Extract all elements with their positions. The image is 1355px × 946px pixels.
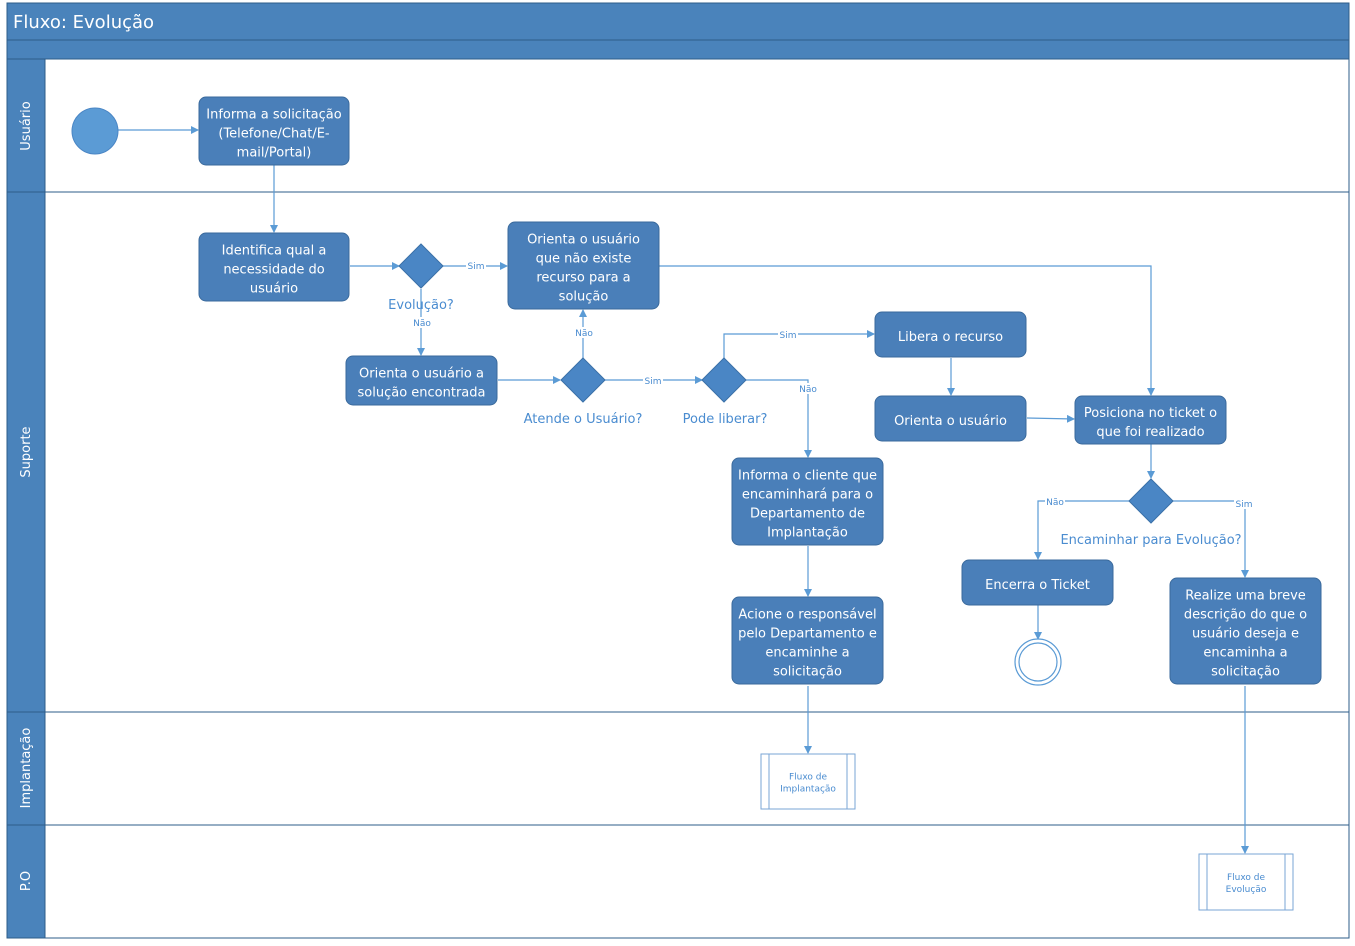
subprocess-fluxo-evolucao: Fluxo de Evolução — [1198, 853, 1294, 911]
pool-header — [6, 2, 1350, 41]
label-line: encaminhará para o — [742, 488, 873, 503]
gateway-label-evolucao: Evolução? — [388, 298, 454, 313]
label-line: solicitação — [1211, 665, 1280, 680]
edge-label-nao: Não — [799, 385, 817, 395]
label-line: Encerra o Ticket — [985, 578, 1090, 593]
task-acione-responsavel: Acione o responsável pelo Departamento e e… — [731, 596, 884, 685]
label-line: que foi realizado — [1096, 425, 1204, 440]
label-line: Informa a solicitação — [206, 108, 341, 123]
flow-pode-liberar-nao — [746, 379, 812, 458]
label-line: que não existe — [536, 252, 632, 267]
pool-subheader — [6, 39, 1350, 60]
task-libera-recurso: Libera o recurso — [874, 311, 1027, 358]
label-line: Orienta o usuário — [527, 233, 640, 248]
gateway-evolucao: Evolução? — [388, 243, 454, 313]
flow-encaminhar-nao — [1034, 500, 1129, 560]
label-line: solicitação — [773, 665, 842, 680]
gateway-atende: Atende o Usuário? — [524, 357, 643, 427]
subprocess-fluxo-implantacao: Fluxo de Implantação — [760, 753, 856, 810]
task-identifica-necessidade: Identifica qual a necessidade do usuário — [198, 232, 350, 302]
label-line: Departamento de — [750, 507, 865, 522]
edge-label-sim: Sim — [1236, 500, 1253, 510]
end-event — [1014, 638, 1062, 686]
task-orienta-usuario: Orienta o usuário — [874, 395, 1027, 442]
label-line: usuário deseja e — [1192, 627, 1299, 642]
label-line: mail/Portal) — [237, 146, 312, 161]
label-line: Posiciona no ticket o — [1084, 406, 1217, 421]
task-informa-solicitacao: Informa a solicitação (Telefone/Chat/E-ma… — [198, 96, 350, 166]
label-line: Fluxo de — [1227, 873, 1266, 883]
label-line: Realize uma breve — [1185, 589, 1306, 604]
label-line: recurso para a — [536, 271, 630, 286]
label-line: necessidade do — [223, 263, 324, 278]
lane-label-implantacao: Implantação — [19, 728, 34, 809]
edge-label-sim: Sim — [468, 262, 485, 272]
gateway-label-pode-liberar: Pode liberar? — [683, 412, 768, 427]
label-line: Fluxo de — [789, 773, 828, 783]
edge-label-sim: Sim — [645, 377, 662, 387]
task-encerra-ticket: Encerra o Ticket — [961, 559, 1114, 606]
diagram-title: Fluxo: Evolução — [13, 12, 154, 33]
gateway-label-atende: Atende o Usuário? — [524, 412, 643, 427]
label-line: pelo Departamento e — [738, 627, 877, 642]
label-line: Orienta o usuário — [894, 414, 1007, 429]
task-informa-cliente: Informa o cliente que encaminhará para o D… — [731, 457, 884, 546]
label-line: encaminhe a — [765, 646, 849, 661]
lane-label-suporte: Suporte — [19, 426, 34, 477]
edge-label-nao: Não — [413, 319, 431, 329]
label-line: Orienta o usuário a — [359, 367, 484, 382]
label-line: Implantação — [780, 785, 836, 795]
task-posiciona-ticket: Posiciona no ticket o que foi realizado — [1074, 395, 1227, 445]
lane-label-po: P.O — [19, 871, 34, 891]
start-event — [71, 107, 119, 155]
label-line: Identifica qual a — [222, 244, 327, 259]
edge-label-nao: Não — [1046, 498, 1064, 508]
edge-label-sim: Sim — [780, 331, 797, 341]
task-orienta-nao-existe: Orienta o usuário que não existe recurso p… — [507, 221, 660, 310]
edge-labels: Sim Não Não Sim Sim Não Não Sim — [412, 260, 1254, 510]
task-orienta-solucao: Orienta o usuário a solução encontrada — [345, 355, 498, 406]
label-line: Evolução — [1226, 885, 1267, 895]
label-line: Implantação — [767, 526, 848, 541]
label-line: Libera o recurso — [898, 330, 1003, 345]
flow-nao-existe-to-posiciona — [659, 265, 1155, 396]
label-line: descrição do que o — [1184, 608, 1307, 623]
label-line: Acione o responsável — [738, 608, 876, 623]
gateway-label-encaminhar: Encaminhar para Evolução? — [1060, 533, 1241, 548]
edge-label-nao: Não — [575, 329, 593, 339]
lane-po: P.O — [6, 824, 1350, 939]
label-line: solução — [559, 290, 609, 305]
label-line: encaminha a — [1203, 646, 1287, 661]
label-line: usuário — [250, 282, 298, 297]
task-realize-descricao: Realize uma breve descrição do que o usuár… — [1169, 577, 1322, 685]
flow-orienta-to-posiciona — [1026, 414, 1075, 423]
gateway-encaminhar: Encaminhar para Evolução? — [1060, 478, 1242, 548]
lane-label-usuario: Usuário — [19, 101, 34, 150]
label-line: solução encontrada — [358, 386, 486, 401]
gateway-pode-liberar: Pode liberar? — [683, 357, 768, 427]
lane-implantacao: Implantação — [6, 711, 1350, 826]
label-line: (Telefone/Chat/E- — [218, 127, 330, 142]
flow-pode-liberar-sim — [723, 330, 875, 358]
label-line: Informa o cliente que — [738, 469, 877, 484]
